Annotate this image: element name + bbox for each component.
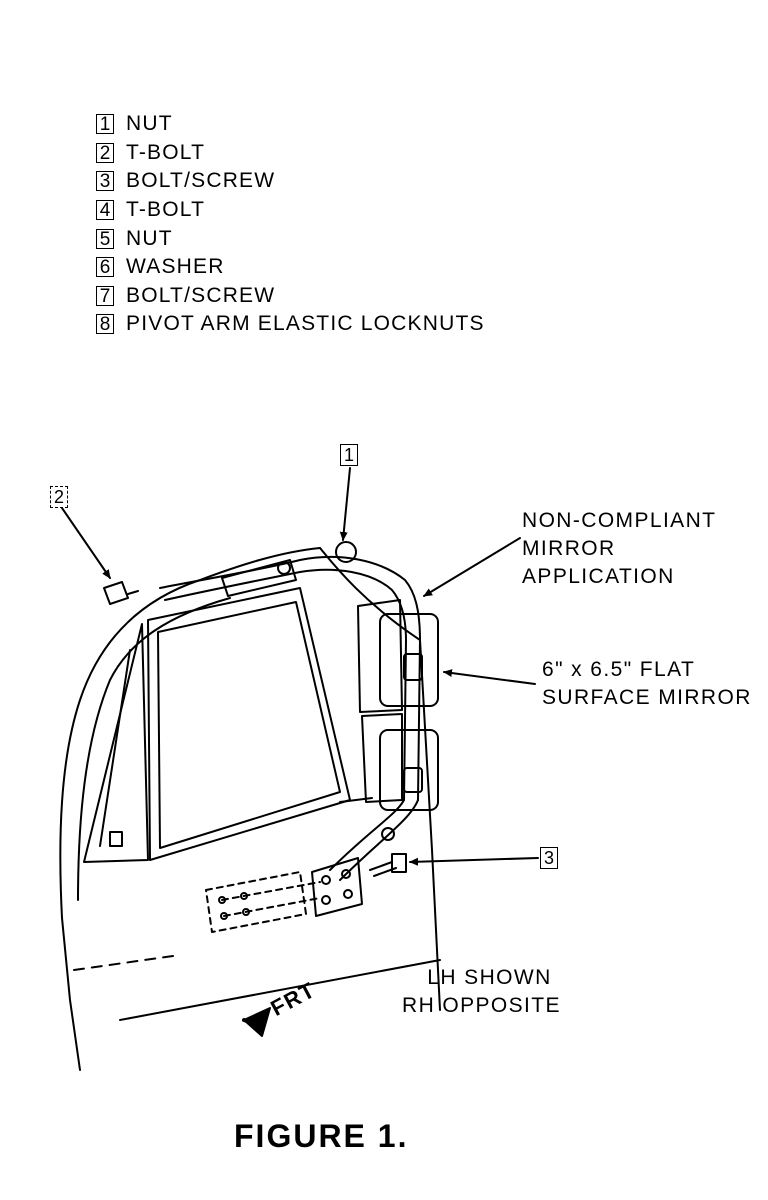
note-non-compliant: NON-COMPLIANT MIRROR APPLICATION (522, 507, 716, 591)
legend-number: 2 (96, 142, 114, 163)
note-line: MIRROR (522, 537, 616, 560)
note-line: 6" x 6.5" FLAT (542, 658, 696, 681)
legend-label: BOLT/SCREW (126, 283, 276, 307)
legend-number: 4 (96, 200, 114, 221)
callout-part-3: 3 (540, 847, 558, 869)
upper-mount-bracket (221, 559, 297, 597)
legend-number: 8 (96, 314, 114, 335)
vertical-arm (417, 639, 421, 801)
legend-item: 3 BOLT/SCREW (96, 167, 485, 196)
note-side: LH SHOWN RH OPPOSITE (402, 964, 561, 1020)
legend-item: 6 WASHER (96, 253, 485, 282)
callout-part-1: 1 (340, 444, 358, 466)
note-line: NON-COMPLIANT (522, 509, 717, 532)
door-mount-holes-outline (205, 871, 307, 933)
nut-part-1 (335, 541, 357, 563)
note-line: APPLICATION (522, 565, 675, 588)
leader-part-3 (409, 857, 539, 866)
legend-item: 4 T-BOLT (96, 196, 485, 225)
lower-arm (339, 799, 419, 881)
side-window-inner (157, 601, 341, 849)
leader-flat-mirror (443, 669, 536, 685)
note-line: SURFACE MIRROR (542, 686, 752, 709)
legend-number: 3 (96, 171, 114, 192)
callout-part-2: 2 (50, 486, 68, 508)
legend-number: 1 (96, 114, 114, 135)
legend-item: 7 BOLT/SCREW (96, 282, 485, 311)
legend-item: 5 NUT (96, 224, 485, 253)
lower-mirror-glass (361, 713, 403, 803)
upper-mirror-glass (357, 599, 403, 713)
note-line: LH SHOWN (427, 966, 552, 989)
cab-rear-line (61, 917, 81, 1071)
t-bolt-part-2 (103, 581, 129, 605)
legend-item: 8 PIVOT ARM ELASTIC LOCKNUTS (96, 310, 485, 339)
figure-title: FIGURE 1. (234, 1118, 409, 1154)
legend-label: NUT (126, 226, 173, 250)
lower-mount-bracket (311, 857, 363, 917)
lower-mirror-back (379, 729, 439, 811)
front-arrow-icon (243, 1007, 271, 1037)
cab-roof-outline (59, 547, 321, 919)
note-mirror-size: 6" x 6.5" FLAT SURFACE MIRROR (542, 656, 752, 712)
legend-item: 2 T-BOLT (96, 139, 485, 168)
legend-label: BOLT/SCREW (126, 169, 276, 193)
legend-number: 6 (96, 257, 114, 278)
leader-non-compliant (423, 537, 521, 597)
leader-part-2 (61, 507, 111, 579)
upper-mount-bolt (277, 561, 291, 575)
door-lower-line (119, 959, 441, 1021)
mirror-drip (339, 797, 373, 803)
rear-window-frame (83, 623, 149, 863)
legend-label: T-BOLT (126, 198, 206, 222)
window-latch (109, 831, 123, 847)
door-sill-line (73, 954, 181, 971)
note-line: RH OPPOSITE (402, 994, 561, 1017)
legend-label: NUT (126, 112, 173, 136)
window-seal-line (99, 649, 131, 847)
legend-number: 7 (96, 285, 114, 306)
legend-number: 5 (96, 228, 114, 249)
legend-item: 1 NUT (96, 110, 485, 139)
side-window-frame (147, 587, 351, 861)
lower-arm-inner (329, 799, 405, 871)
upper-mirror-back (379, 613, 439, 707)
legend-label: PIVOT ARM ELASTIC LOCKNUTS (126, 312, 485, 336)
legend-label: T-BOLT (126, 140, 206, 164)
legend-label: WASHER (126, 255, 225, 279)
cab-inner-outline (77, 597, 231, 901)
leader-part-1 (339, 467, 351, 541)
upper-clamp (403, 653, 423, 681)
upper-arm (159, 555, 421, 641)
lower-clamp (403, 767, 423, 793)
